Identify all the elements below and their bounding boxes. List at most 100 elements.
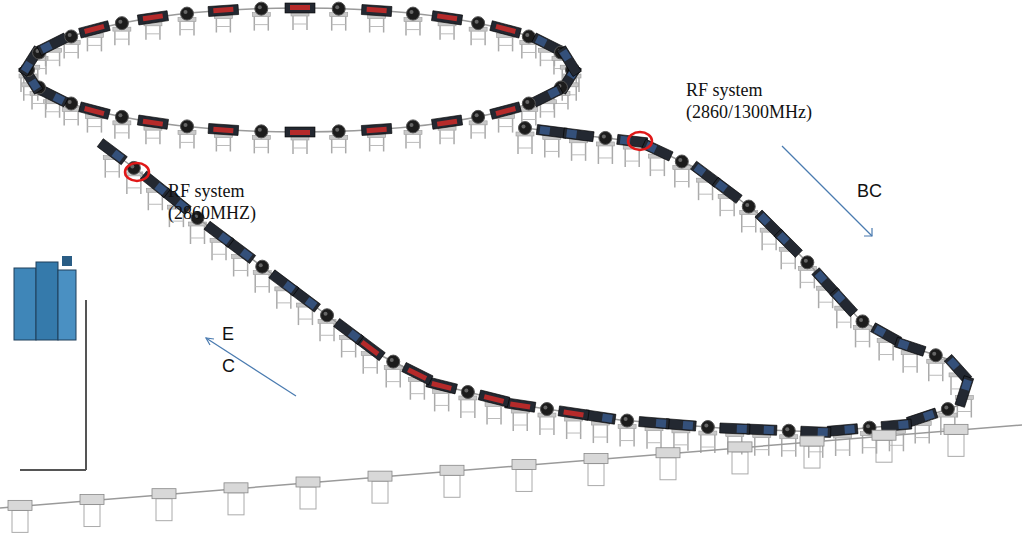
magnet: [557, 46, 581, 77]
stand-brace: [148, 204, 162, 205]
magnet-body: [37, 33, 68, 55]
stand-leg: [114, 31, 116, 45]
stand-leg: [540, 104, 542, 118]
quadrupole: [255, 2, 268, 15]
stand-brace: [540, 429, 554, 430]
magnet: [558, 406, 589, 420]
magnet-coil: [28, 78, 40, 91]
component-stand: [84, 505, 100, 527]
magnet-coil: [84, 24, 105, 34]
magnet-body: [830, 288, 858, 317]
stand-leg: [405, 134, 407, 148]
stand-leg: [268, 139, 270, 153]
stand-leg: [31, 95, 33, 109]
magnet-coil: [777, 232, 790, 245]
magnet-coil: [143, 119, 164, 127]
magnet: [208, 5, 239, 17]
stand-leg: [544, 139, 546, 157]
stand-brace: [572, 154, 586, 155]
stand-brace: [180, 142, 194, 143]
stand-leg: [650, 158, 652, 176]
stand-brace: [781, 263, 795, 264]
stand-brace: [598, 157, 612, 158]
quadrupole-core: [184, 123, 188, 127]
beamline-component: [296, 477, 320, 487]
quadrupole-core: [932, 352, 936, 356]
stand-leg: [77, 112, 79, 126]
quadrupole: [675, 155, 688, 168]
stand-leg: [660, 431, 662, 449]
stand-leg: [216, 137, 218, 151]
cabinet: [58, 270, 76, 340]
stand-brace: [545, 151, 559, 152]
beamline-component: [944, 424, 968, 434]
magnet: [642, 139, 673, 161]
beamline-component: [800, 436, 824, 446]
quadrupole-core: [525, 100, 529, 104]
magnet-body: [361, 123, 392, 135]
stand-leg: [101, 37, 103, 51]
magnet: [827, 424, 858, 437]
quadrupole-core: [118, 20, 122, 24]
magnet-body: [585, 410, 616, 424]
stand-brace: [363, 367, 377, 368]
quadrupole-core: [335, 5, 339, 9]
quadrupole-core: [335, 128, 339, 132]
ring-beam-line: [28, 8, 572, 132]
stand-leg: [159, 130, 161, 144]
stand-leg: [193, 22, 195, 36]
magnet-coil: [437, 119, 458, 127]
stand-leg: [780, 251, 782, 269]
stand-leg: [410, 382, 412, 400]
stand-brace: [903, 366, 917, 367]
stand-leg: [558, 139, 560, 157]
magnet-coil: [484, 394, 505, 404]
stand-leg: [399, 370, 401, 388]
quadrupole-core: [525, 33, 529, 37]
magnet-body: [208, 5, 239, 17]
stand-brace: [701, 447, 715, 448]
magnet-coil: [898, 420, 909, 429]
magnet-body: [137, 115, 168, 129]
stand-leg: [484, 125, 486, 139]
stand-leg: [539, 417, 541, 435]
direction-arrow: [206, 338, 296, 396]
stand-leg: [383, 137, 385, 151]
stand-leg: [719, 198, 721, 216]
quadrupole: [599, 131, 612, 144]
stand-brace: [370, 26, 384, 27]
magnet-coil: [539, 126, 550, 135]
stand-brace: [293, 24, 307, 25]
stand-leg: [211, 242, 213, 260]
magnet-coil: [21, 61, 33, 74]
quadrupole-core: [409, 123, 413, 127]
quadrupole: [255, 125, 268, 138]
stand-leg: [20, 78, 22, 92]
beamline-component: [872, 430, 896, 440]
stand-leg: [128, 31, 130, 45]
quadrupole-core: [475, 113, 479, 117]
magnet-coil: [535, 35, 548, 47]
stand-brace: [699, 194, 713, 195]
magnet-coil: [737, 425, 747, 433]
stand-leg: [59, 104, 61, 118]
stand-brace: [146, 33, 160, 34]
stand-brace: [675, 181, 689, 182]
quadrupole: [929, 349, 942, 362]
stand-leg: [768, 438, 770, 456]
stand-leg: [230, 19, 232, 33]
component-stand: [444, 475, 460, 497]
stand-brace: [650, 170, 664, 171]
magnet-body: [97, 139, 127, 165]
stand-brace: [105, 171, 119, 172]
beamline-component: [80, 495, 104, 505]
quadrupole-core: [944, 406, 948, 410]
stand-leg: [276, 291, 278, 309]
stand-brace: [782, 450, 796, 451]
stand-brace: [87, 126, 101, 127]
quadrupole-core: [258, 128, 262, 132]
quadrupole: [540, 403, 553, 416]
cabinet: [36, 262, 58, 340]
stand-leg: [216, 19, 218, 33]
magnet-body: [285, 127, 315, 137]
